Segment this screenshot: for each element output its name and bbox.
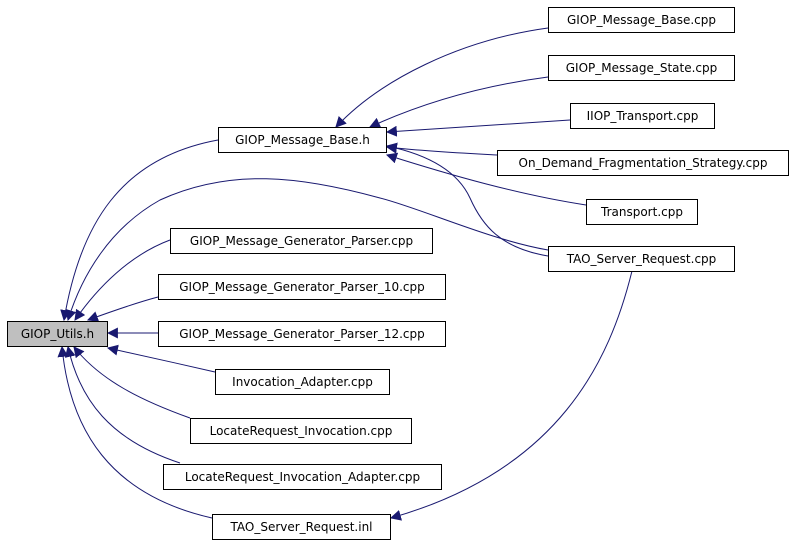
node-iiop-transport-cpp[interactable]: IIOP_Transport.cpp: [570, 103, 715, 129]
edge-giop-message-generator-parser-cpp-to-giop-utils-h: [74, 239, 171, 321]
node-locaterequest-invocation-cpp[interactable]: LocateRequest_Invocation.cpp: [190, 418, 412, 444]
node-locaterequest-invocation-adapter-cpp[interactable]: LocateRequest_Invocation_Adapter.cpp: [163, 464, 442, 490]
edge-on-demand-fragmentation-strategy-cpp-to-giop-message-base-h: [385, 142, 498, 156]
node-tao-server-request-inl[interactable]: TAO_Server_Request.inl: [212, 514, 391, 540]
node-on-demand-fragmentation-strategy-cpp[interactable]: On_Demand_Fragmentation_Strategy.cpp: [497, 150, 789, 176]
edge-tao-server-request-cpp-to-giop-message-base-h: [385, 142, 549, 257]
node-giop-message-base-h[interactable]: GIOP_Message_Base.h: [218, 127, 387, 153]
node-tao-server-request-cpp[interactable]: TAO_Server_Request.cpp: [548, 246, 735, 272]
edge-tao-server-request-cpp-to-giop-utils-h: [65, 178, 549, 322]
edge-locaterequest-invocation-cpp-to-giop-utils-h: [73, 346, 191, 419]
edge-tao-server-request-inl-to-giop-utils-h: [57, 345, 213, 519]
edge-giop-message-base-cpp-to-giop-message-base-h: [335, 27, 549, 128]
node-giop-message-generator-parser-10-cpp[interactable]: GIOP_Message_Generator_Parser_10.cpp: [158, 274, 446, 300]
edge-giop-message-base-h-to-giop-utils-h: [60, 139, 219, 322]
edge-giop-message-state-cpp-to-giop-message-base-h: [369, 76, 549, 128]
edge-transport-cpp-to-giop-message-base-h: [385, 152, 587, 206]
edge-invocation-adapter-cpp-to-giop-utils-h: [106, 344, 216, 373]
edge-tao-server-request-cpp-to-tao-server-request-inl: [389, 270, 633, 521]
node-giop-message-state-cpp[interactable]: GIOP_Message_State.cpp: [548, 55, 735, 81]
edge-locaterequest-invocation-adapter-cpp-to-giop-utils-h: [64, 345, 181, 464]
node-giop-utils-h: GIOP_Utils.h: [7, 321, 108, 347]
edge-giop-message-generator-parser-10-cpp-to-giop-utils-h: [86, 296, 159, 322]
node-giop-message-generator-parser-12-cpp[interactable]: GIOP_Message_Generator_Parser_12.cpp: [158, 321, 446, 347]
edge-iiop-transport-cpp-to-giop-message-base-h: [385, 119, 571, 137]
node-giop-message-base-cpp[interactable]: GIOP_Message_Base.cpp: [548, 7, 735, 33]
node-transport-cpp[interactable]: Transport.cpp: [586, 199, 698, 225]
node-invocation-adapter-cpp[interactable]: Invocation_Adapter.cpp: [215, 369, 390, 395]
node-giop-message-generator-parser-cpp[interactable]: GIOP_Message_Generator_Parser.cpp: [170, 228, 433, 254]
